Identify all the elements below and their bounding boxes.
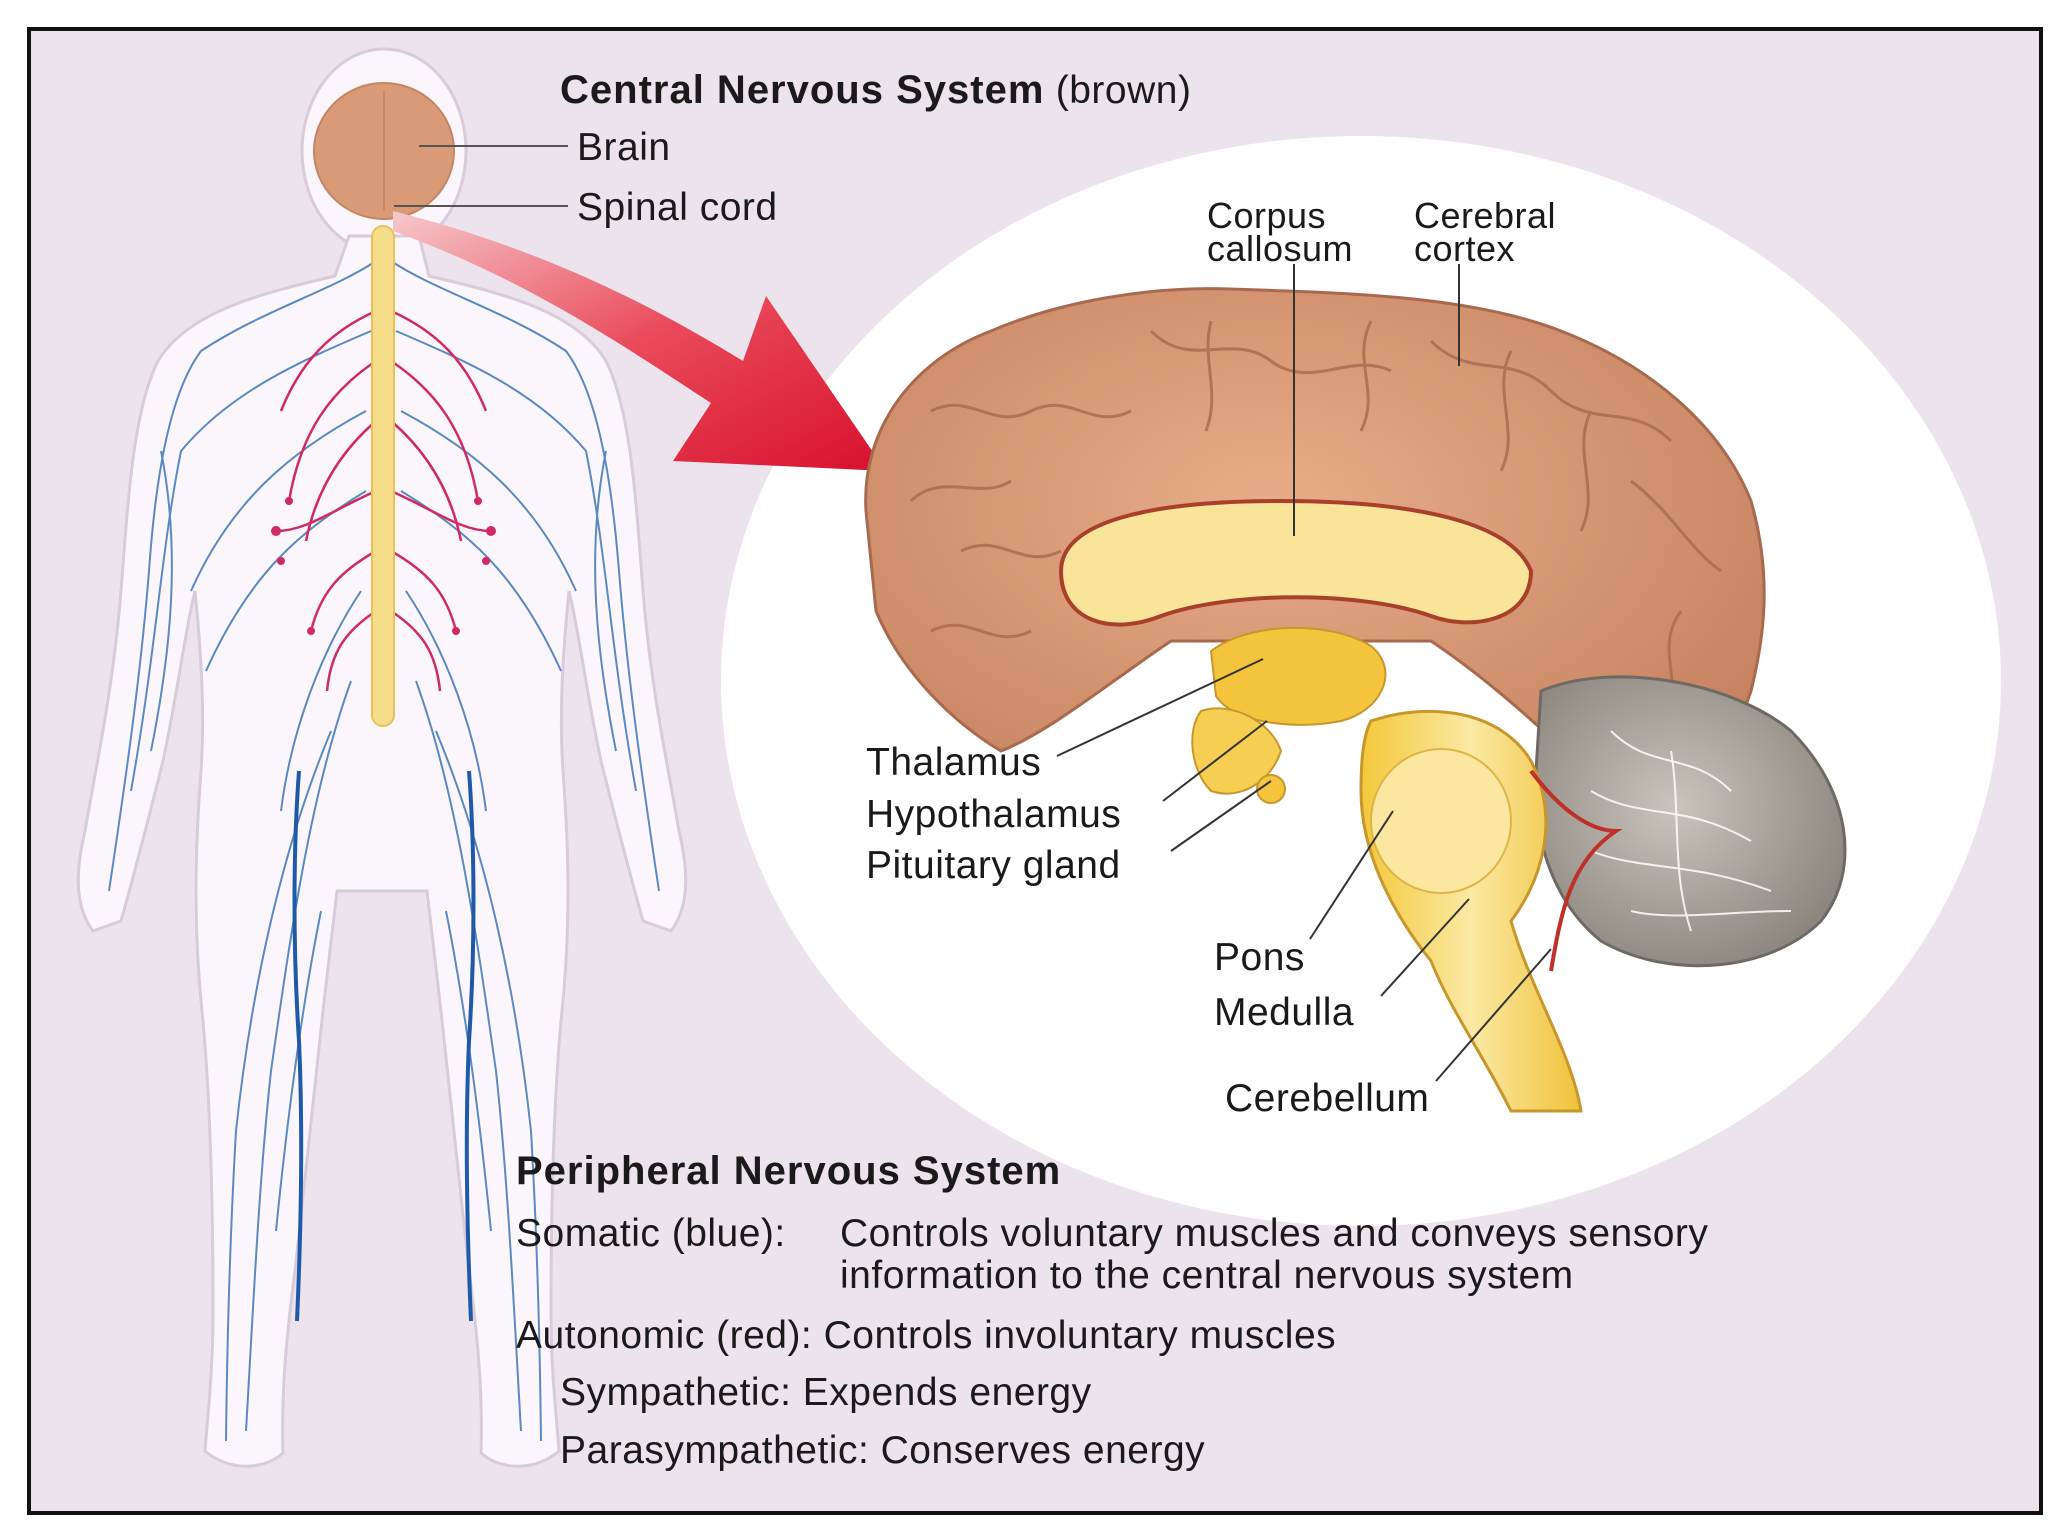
- cerebellum: [1533, 675, 1847, 968]
- diagram-panel: Central Nervous System (brown) Brain Spi…: [27, 27, 2043, 1515]
- autonomic-line: Autonomic (red): Controls involuntary mu…: [516, 1314, 1337, 1357]
- pns-title: Peripheral Nervous System: [516, 1149, 1062, 1193]
- hypothalamus-label: Hypothalamus: [866, 793, 1122, 836]
- pons: [1370, 748, 1512, 894]
- medulla-label: Medulla: [1214, 991, 1355, 1034]
- cerebral-cortex-label: Cerebral cortex: [1414, 195, 1557, 269]
- thalamus-label: Thalamus: [866, 741, 1042, 784]
- somatic-description-line-2: information to the central nervous syste…: [840, 1254, 1574, 1297]
- autonomic-ganglia: [271, 497, 496, 635]
- brain-label: Brain: [577, 126, 671, 169]
- thalamus: [1209, 626, 1387, 726]
- brain-section: [864, 287, 1847, 1113]
- autonomic-nerves: [275, 309, 492, 692]
- spinal-cord-label: Spinal cord: [577, 186, 778, 229]
- zoom-arrow: [393, 211, 886, 471]
- cns-title: Central Nervous System: [560, 68, 1045, 112]
- spinal-cord: [371, 225, 395, 727]
- cerebellum-folia: [1590, 730, 1792, 932]
- brain-leader-lines: [1056, 264, 1552, 1082]
- parasympathetic-line: Parasympathetic: Conserves energy: [560, 1429, 1206, 1472]
- pons-label: Pons: [1214, 936, 1305, 979]
- cns-title-line: Central Nervous System (brown): [560, 70, 1191, 110]
- cerebellum-label: Cerebellum: [1225, 1077, 1430, 1120]
- sympathetic-line: Sympathetic: Expends energy: [560, 1371, 1092, 1414]
- somatic-description-line-1: Controls voluntary muscles and conveys s…: [840, 1212, 1709, 1255]
- somatic-nerves-deep: [292, 770, 476, 1322]
- pituitary-gland-label: Pituitary gland: [866, 844, 1121, 887]
- somatic-term: Somatic (blue):: [516, 1212, 786, 1255]
- fourth-ventricle: [1529, 769, 1623, 972]
- nervous-system-illustration: [76, 47, 2001, 1468]
- pituitary-gland: [1256, 774, 1286, 804]
- cns-color-note: (brown): [1055, 69, 1192, 112]
- corpus-callosum: [1058, 498, 1534, 627]
- corpus-callosum-label: Corpus callosum: [1207, 195, 1354, 269]
